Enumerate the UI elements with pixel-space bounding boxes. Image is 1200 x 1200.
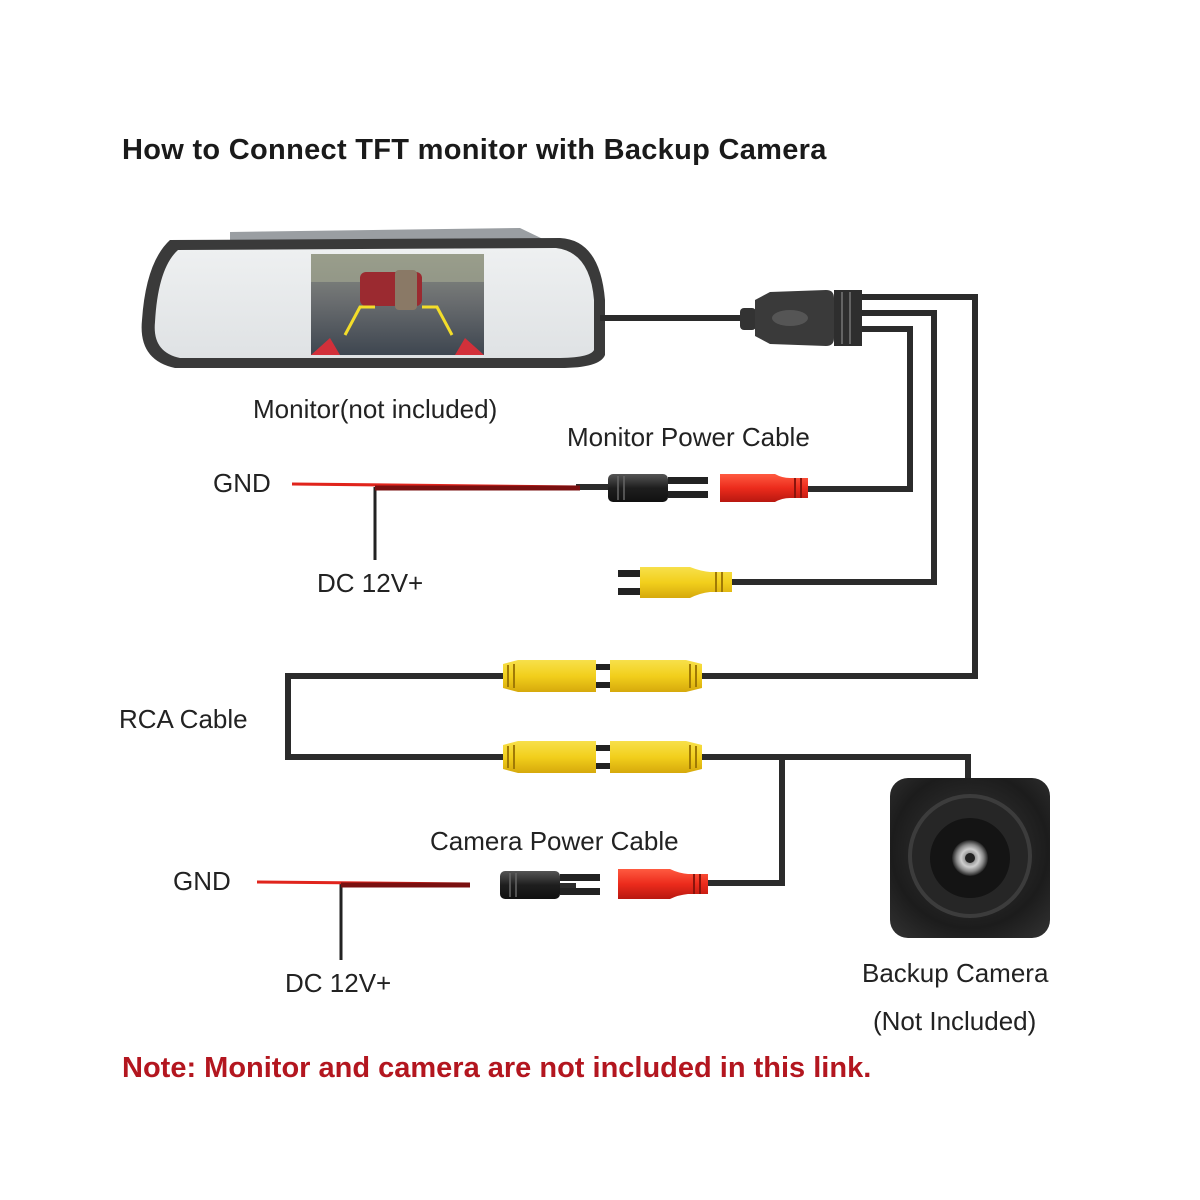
note-text: Note: Monitor and camera are not include… — [122, 1052, 872, 1084]
dc-12v-label-top: DC 12V+ — [317, 568, 424, 598]
camera-lens-center — [965, 853, 975, 863]
gnd-label-bottom: GND — [173, 866, 231, 896]
monitor-power-cable-label: Monitor Power Cable — [567, 422, 810, 452]
mirror-top-bezel — [230, 228, 545, 240]
guide-line-left — [343, 305, 375, 336]
gnd-label-top: GND — [213, 468, 271, 498]
rca-male-left — [503, 741, 596, 773]
rca-cable-loop — [285, 673, 505, 760]
black-plug-bottom — [500, 871, 560, 899]
wire-video-out — [700, 294, 978, 679]
not-included-label: (Not Included) — [873, 1006, 1037, 1036]
rca-cable-label: RCA Cable — [119, 704, 248, 734]
camera-power-cable-label: Camera Power Cable — [430, 826, 679, 856]
guide-red-left — [311, 338, 340, 355]
rca-male-right — [610, 741, 702, 773]
backup-camera — [890, 778, 1050, 938]
plug-pin — [560, 888, 600, 895]
rca-coupler-bottom — [503, 741, 702, 773]
dc-12v-label-bottom: DC 12V+ — [285, 968, 392, 998]
yellow-plug-body — [640, 567, 732, 598]
rca-male-left — [503, 660, 596, 692]
connector-collar — [740, 308, 756, 330]
connector-logo — [772, 310, 808, 326]
wire-camera-power — [707, 757, 785, 886]
yellow-rca-plug-monitor — [618, 567, 732, 598]
monitor-power-connector — [608, 474, 808, 502]
rca-pin — [618, 570, 644, 577]
rca-pin — [596, 763, 610, 769]
backup-camera-label: Backup Camera — [862, 958, 1049, 988]
guide-red-right — [455, 338, 484, 355]
red-plug-top — [720, 474, 808, 502]
connector-grip — [834, 290, 862, 346]
camera-power-connector — [500, 869, 708, 899]
monitor-mirror — [141, 228, 606, 368]
diagram-title: How to Connect TFT monitor with Backup C… — [122, 134, 827, 166]
rca-pin — [596, 682, 610, 688]
guide-line-right — [422, 305, 454, 336]
monitor-label: Monitor(not included) — [253, 394, 498, 424]
rca-male-right — [610, 660, 702, 692]
wire-to-camera — [700, 754, 971, 778]
screen-person — [395, 270, 417, 310]
wire-monitor-power — [808, 326, 913, 492]
red-plug-bottom — [618, 869, 708, 899]
rca-coupler-top — [503, 660, 702, 692]
wire-video-in — [730, 310, 937, 585]
plug-pin — [668, 491, 708, 498]
plug-pin — [560, 874, 600, 881]
monitor-connector — [740, 290, 862, 346]
plug-pin — [668, 477, 708, 484]
rca-pin — [596, 745, 610, 751]
rca-pin — [596, 664, 610, 670]
black-plug-top — [608, 474, 668, 502]
rca-pin — [618, 588, 644, 595]
